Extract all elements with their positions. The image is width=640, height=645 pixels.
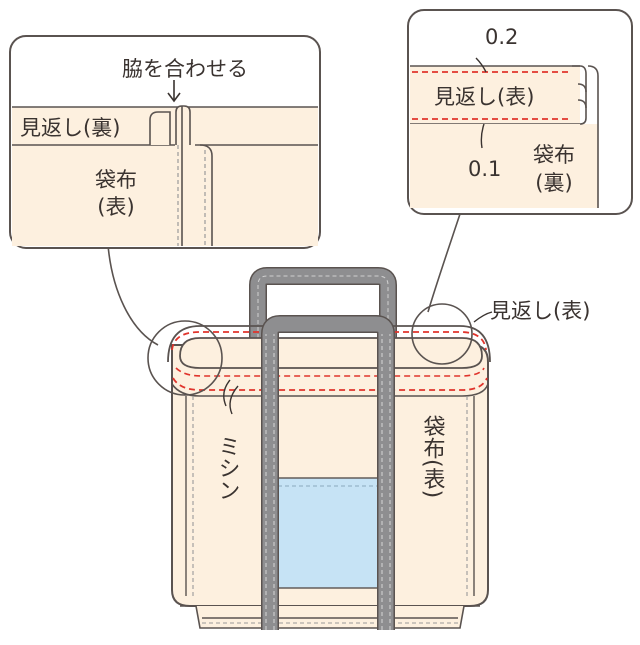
label-facing-front-inset: 見返し(表)	[434, 85, 534, 109]
connector-right	[427, 213, 461, 313]
label-body-front-2: (表)	[97, 195, 134, 219]
label-dim-top: 0.2	[485, 25, 518, 49]
label-body-front-1: 袋布	[95, 168, 137, 192]
seam-fold-right	[175, 105, 191, 145]
arrow-down-icon	[167, 80, 181, 103]
callout-circle-left	[147, 320, 223, 396]
seam-edge-right	[199, 144, 213, 246]
pocket	[277, 477, 379, 589]
label-sewing: ミシン	[215, 435, 240, 501]
label-dim-bottom: 0.1	[468, 157, 501, 181]
label-facing-front-callout: 見返し(表)	[490, 299, 590, 323]
connector-left	[107, 244, 159, 346]
bag-bottom	[180, 605, 480, 629]
bag-stitch-bottom	[172, 377, 488, 391]
inset-side-seam: 脇を合わせる 見返し(裏) 袋布 (表)	[9, 35, 321, 346]
bag-body	[171, 344, 489, 607]
label-facing-back: 見返し(裏)	[20, 116, 120, 140]
callout-circle-right	[411, 303, 473, 365]
body-panel	[12, 145, 318, 246]
bag-stitch-top	[171, 331, 487, 351]
tote-bag: 見返し(表) ミシン 袋布(表)	[147, 267, 590, 630]
label-body-back-2: (裏)	[535, 171, 572, 195]
inset-topstitch: 0.2 見返し(表) 0.1 袋布 (裏)	[407, 9, 633, 313]
label-body-back-1: 袋布	[533, 143, 575, 167]
label-match-sides: 脇を合わせる	[122, 57, 248, 81]
seam-fold-left	[149, 111, 171, 145]
label-bag-body-front: 袋布(表)	[420, 415, 446, 498]
bag-opening	[179, 337, 483, 369]
